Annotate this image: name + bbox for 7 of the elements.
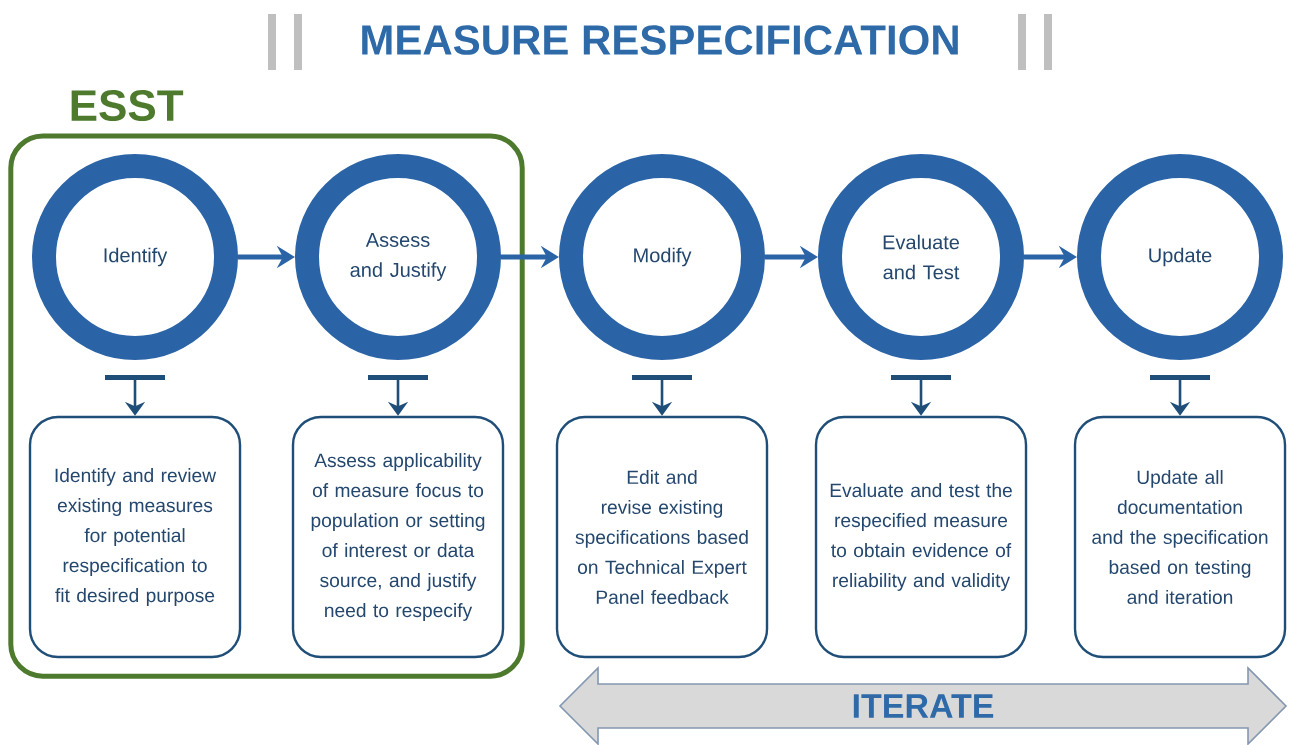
node-label: ESST <box>71 89 184 122</box>
description-box: Assess applicability of measure focus to population or setting of interest or data source, and justify need to respecify <box>291 415 505 659</box>
title: MEASURE RESPECIFICATION <box>362 25 958 55</box>
description-box: Edit and revise existing specifications based on Technical Expert Panel feedback <box>555 415 769 659</box>
description-box: Evaluate and test the respecified measure to obtain evidence of reliability and validity <box>814 415 1028 659</box>
description-box: Identify and review existing measures for potential respecification to fit desired purpose <box>28 415 242 659</box>
description-box: Update all documentation and the specification based on testing and iteration <box>1073 415 1287 659</box>
